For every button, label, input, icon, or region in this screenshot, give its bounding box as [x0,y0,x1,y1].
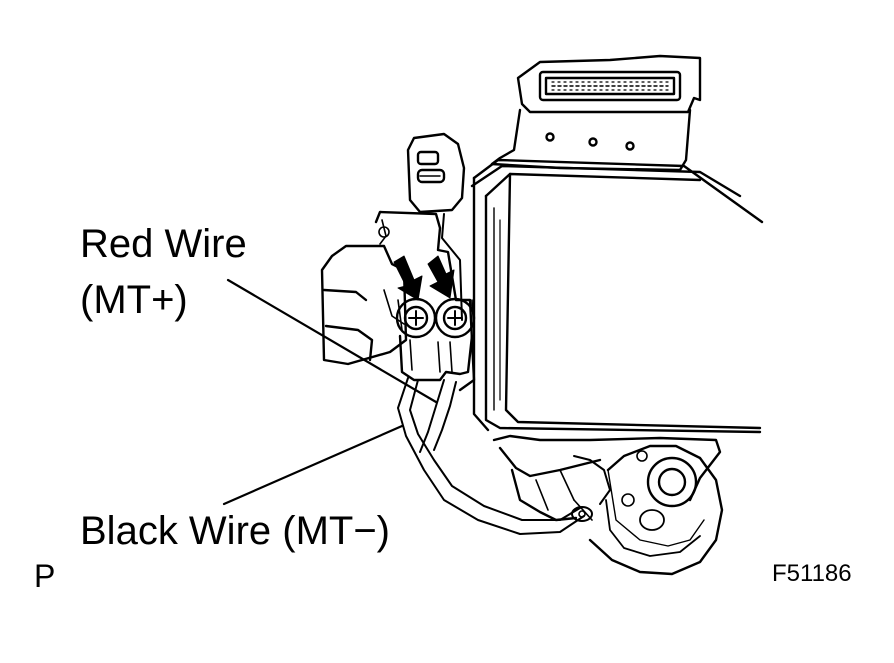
arrow-left-icon [393,255,423,301]
top-connector [516,54,702,114]
leader-red-wire [226,278,438,404]
label-red-wire-polarity: (MT+) [80,278,188,322]
terminal-screw-left [395,297,437,339]
label-red-wire: Red Wire [80,222,247,266]
wire-pair [397,377,593,535]
leader-black-wire [222,424,404,506]
figure-code: F51186 [772,560,852,587]
terminal-screw-right [434,297,476,339]
view-letter: P [34,558,56,594]
side-connector [406,132,466,321]
actuator-housing [470,158,764,434]
arrow-right-icon [427,255,455,299]
gear-assembly [492,434,724,576]
label-black-wire: Black Wire (MT−) [80,509,390,553]
leader-lines [222,278,438,506]
